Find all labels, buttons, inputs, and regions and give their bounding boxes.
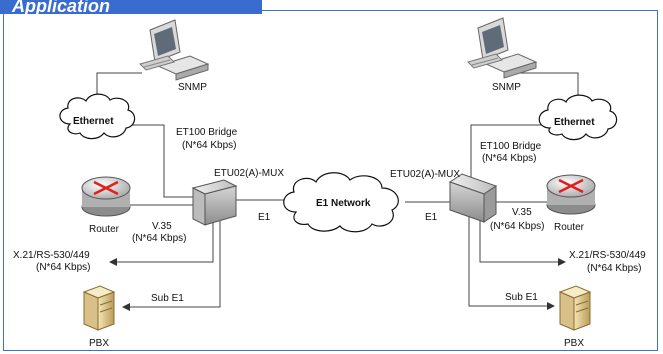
left-sub-e1-line: [122, 216, 221, 311]
right-computer-icon: [467, 17, 538, 79]
left-router-icon: [81, 176, 131, 217]
left-sub-e1-label: Sub E1: [151, 293, 184, 304]
right-ethernet-cloud-icon: [538, 94, 618, 141]
right-mux-device-icon: [448, 173, 498, 223]
right-x21-line: [479, 217, 566, 266]
left-x21-line: [109, 216, 214, 266]
right-x21-label-line2: (N*64 Kbps): [587, 263, 641, 274]
left-v35-label-line1: V.35: [152, 221, 172, 232]
right-pbx-label: PBX: [564, 338, 584, 349]
left-v35-label-line2: (N*64 Kbps): [132, 233, 186, 244]
right-router-label: Router: [554, 222, 585, 233]
left-mux-device-icon: [191, 179, 238, 226]
e1-network-label: E1 Network: [316, 198, 371, 209]
right-ethernet-to-mux-line: [470, 124, 548, 181]
right-router-icon: [546, 174, 596, 215]
diagram-frame: [3, 10, 658, 351]
right-sub-e1-label: Sub E1: [505, 292, 538, 303]
left-ethernet-to-mux-line: [124, 124, 206, 198]
left-x21-label-line1: X.21/RS-530/449: [13, 250, 90, 261]
left-pbx-icon: [82, 285, 116, 331]
left-e1-label: E1: [258, 212, 271, 223]
left-pbx-label: PBX: [89, 338, 109, 349]
right-ethernet-label: Ethernet: [554, 117, 595, 128]
right-v35-label-line1: V.35: [512, 207, 532, 218]
left-snmp-label: SNMP: [178, 82, 207, 93]
right-pbx-icon: [558, 285, 592, 331]
left-computer-icon: [139, 19, 210, 81]
right-bridge-label-line2: (N*64 Kbps): [482, 153, 536, 164]
right-x21-label-line1: X.21/RS-530/449: [569, 250, 646, 261]
left-router-label: Router: [89, 224, 120, 235]
right-sub-e1-line: [468, 217, 555, 310]
right-bridge-label-line1: ET100 Bridge: [480, 141, 542, 152]
left-ethernet-label: Ethernet: [73, 116, 114, 127]
right-snmp-label: SNMP: [492, 82, 521, 93]
left-mux-label: ETU02(A)-MUX: [214, 168, 284, 179]
left-bridge-label-line1: ET100 Bridge: [176, 127, 238, 138]
right-v35-label-line2: (N*64 Kbps): [490, 221, 544, 232]
page-title: Application: [0, 0, 262, 14]
e1-network-cloud-icon: [283, 172, 399, 233]
left-bridge-label-line2: (N*64 Kbps): [182, 140, 236, 151]
left-x21-label-line2: (N*64 Kbps): [36, 262, 90, 273]
left-ethernet-cloud-icon: [59, 93, 136, 140]
right-mux-label: ETU02(A)-MUX: [390, 169, 460, 180]
right-e1-label: E1: [425, 212, 438, 223]
